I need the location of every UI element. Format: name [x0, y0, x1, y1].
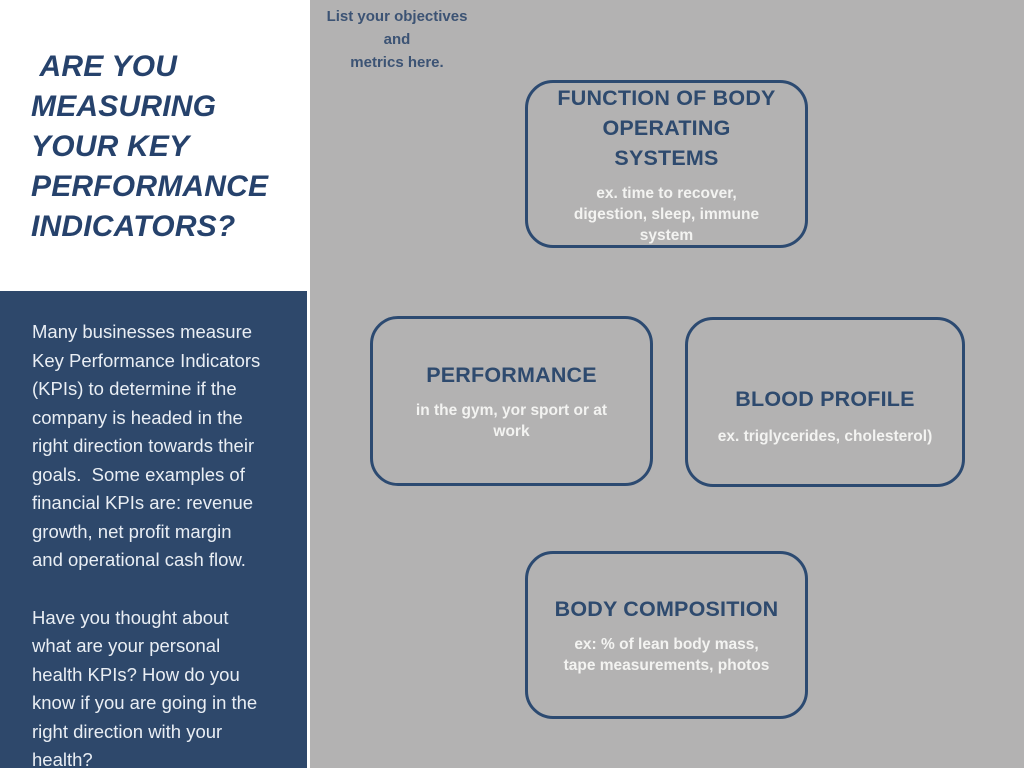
kpi-box-subtitle: in the gym, yor sport or at work — [415, 402, 608, 440]
objectives-note: List your objectives and metrics here. — [326, 8, 468, 71]
kpi-box-function-of-body-operating-systems: FUNCTION OF BODY OPERATING SYSTEMS ex. t… — [525, 80, 808, 248]
kpi-box-title: PERFORMANCE — [426, 363, 597, 387]
kpi-box-title: BODY COMPOSITION — [554, 597, 779, 621]
sidebar-paragraph-health-kpis: Have you thought about what are your per… — [32, 606, 258, 768]
kpi-box-performance: PERFORMANCE in the gym, yor sport or at … — [370, 316, 653, 486]
slide-headline: ARE YOU MEASURING YOUR KEY PERFORMANCE I… — [31, 50, 269, 244]
kpi-box-subtitle: ex: % of lean body mass, tape measuremen… — [563, 636, 770, 674]
sidebar-navy-panel: Many businesses measure Key Performance … — [0, 291, 307, 768]
sidebar-paragraph-business-kpis: Many businesses measure Key Performance … — [32, 321, 261, 570]
kpi-box-body-composition: BODY COMPOSITION ex: % of lean body mass… — [525, 551, 808, 719]
kpi-box-subtitle: ex. time to recover, digestion, sleep, i… — [573, 184, 760, 244]
kpi-box-title: FUNCTION OF BODY OPERATING SYSTEMS — [557, 85, 776, 170]
kpi-box-subtitle: ex. triglycerides, cholesterol) — [717, 427, 933, 445]
kpi-box-title: BLOOD PROFILE — [735, 386, 915, 411]
kpi-box-blood-profile: BLOOD PROFILE ex. triglycerides, cholest… — [685, 317, 965, 487]
